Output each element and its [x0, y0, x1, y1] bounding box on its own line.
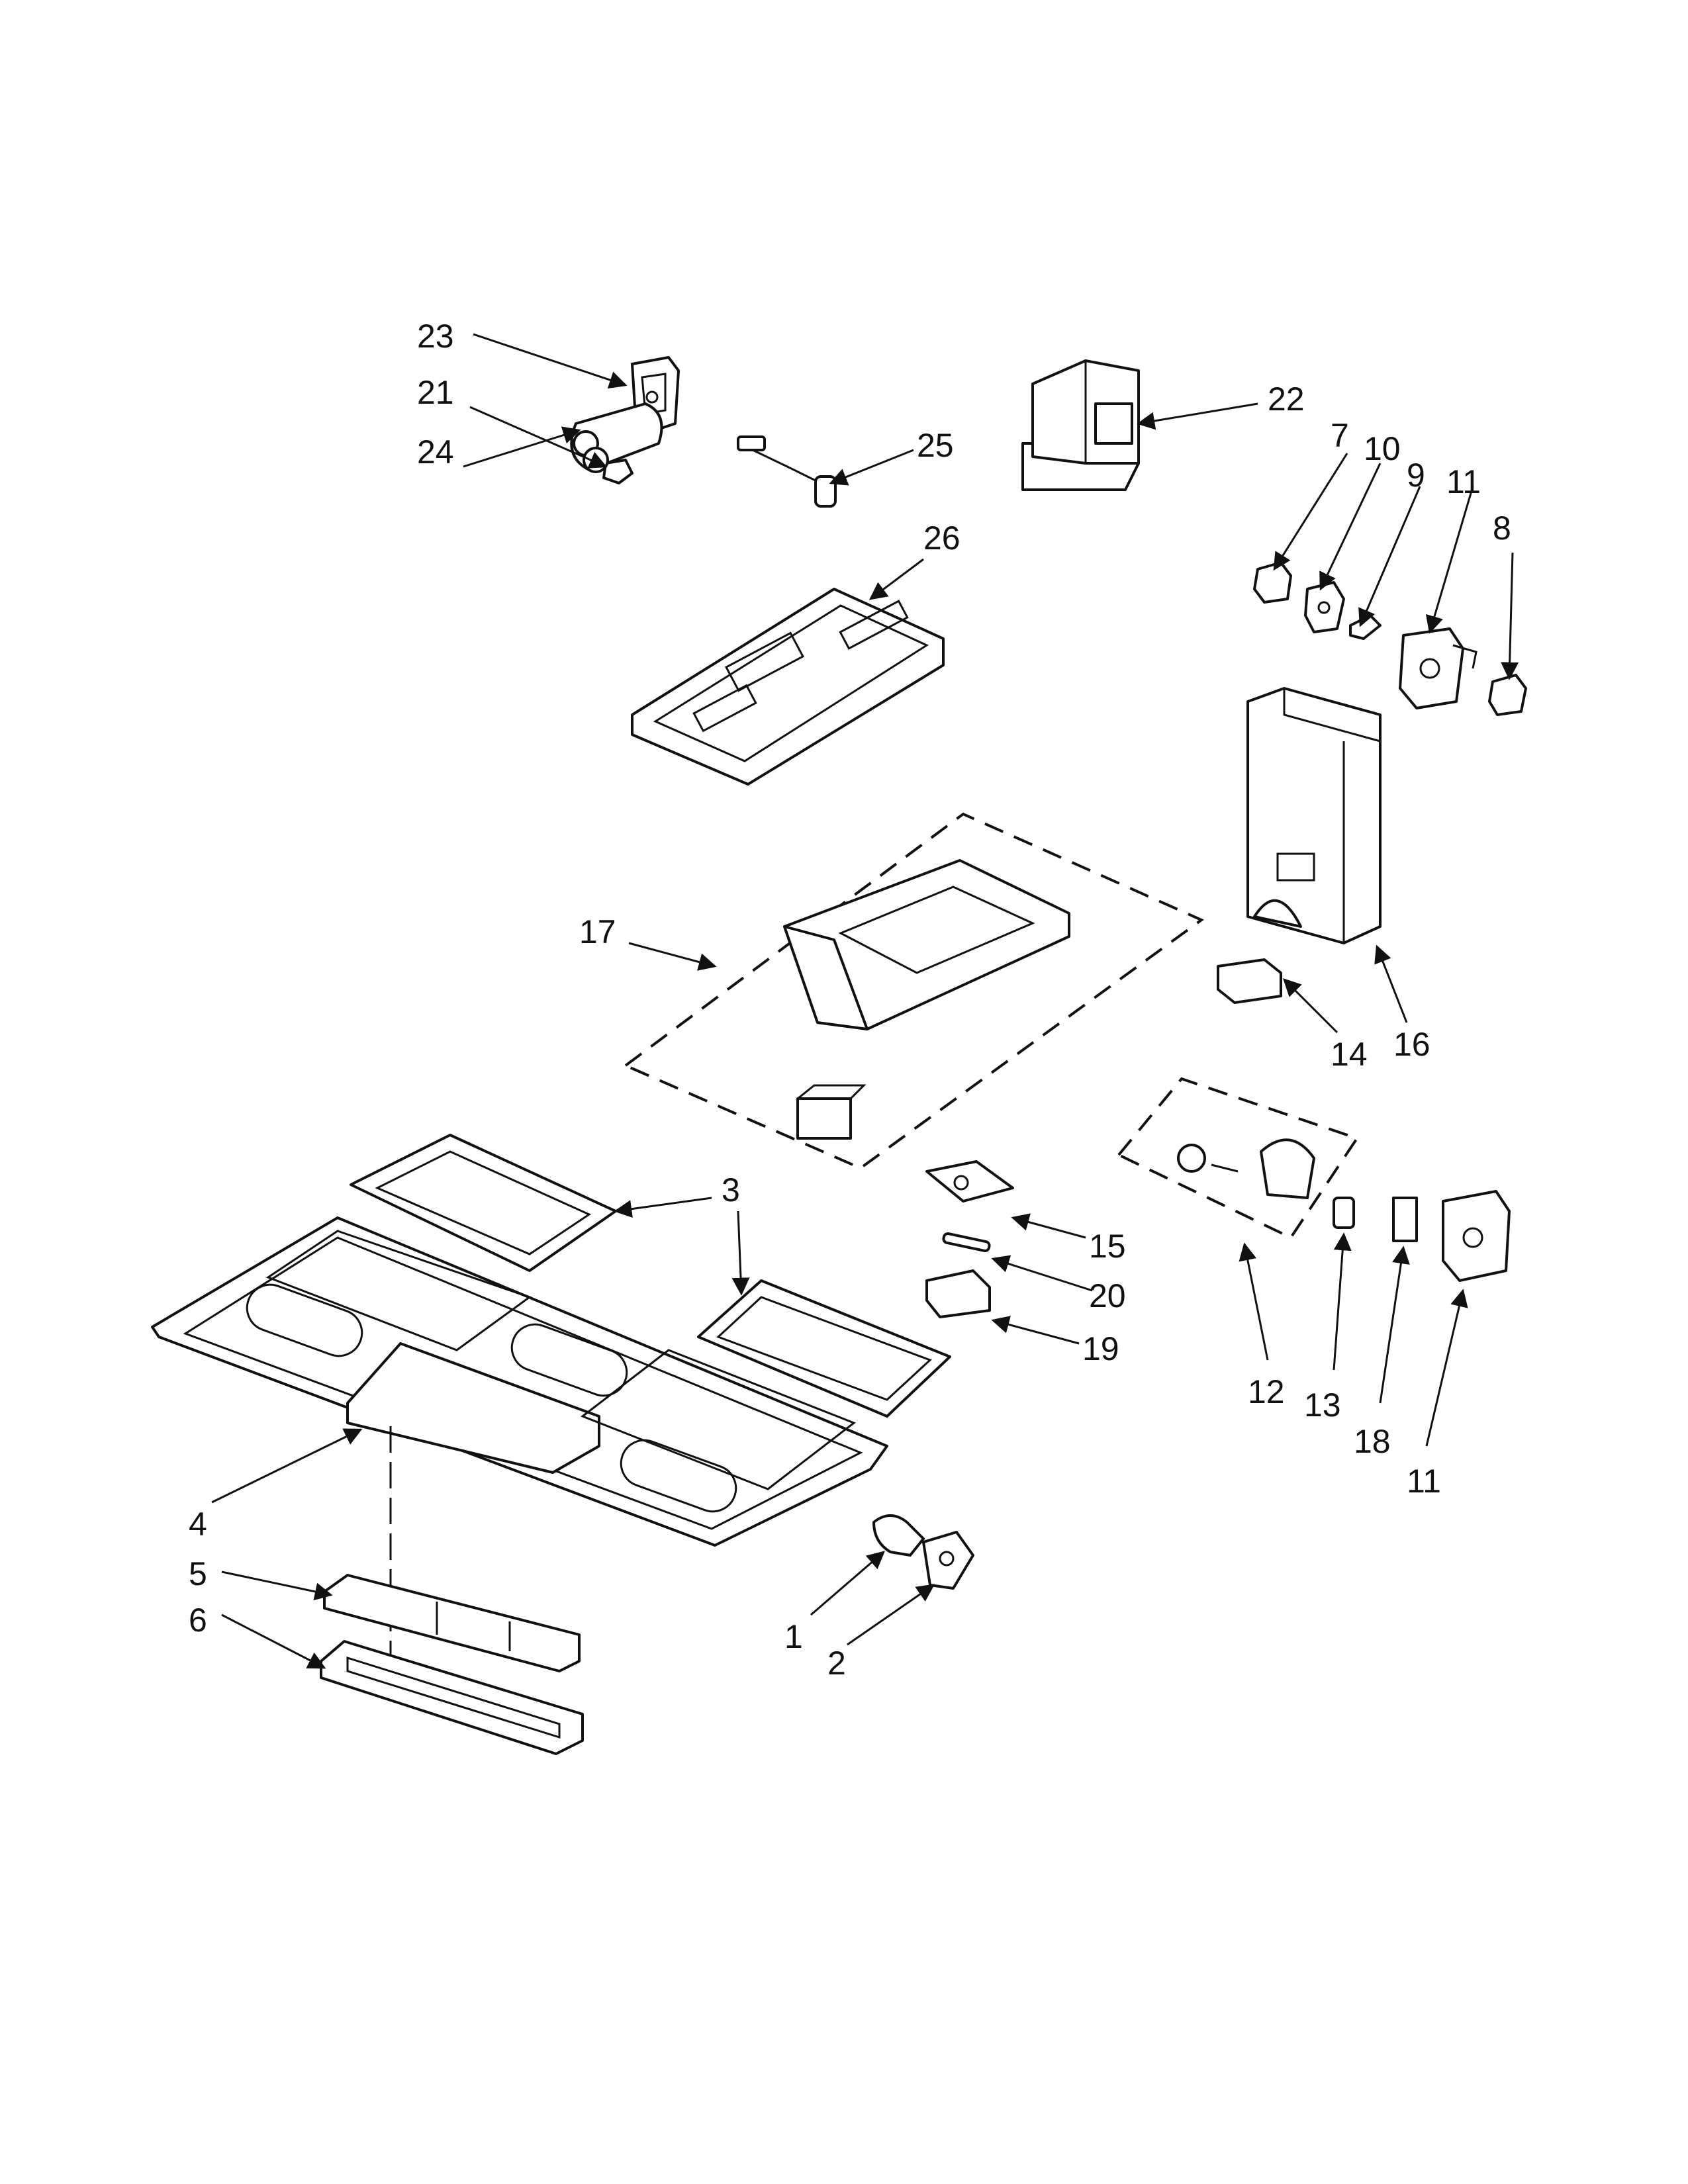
part-11-switch-bracket-top: [1399, 627, 1477, 709]
callout-23: 23: [417, 318, 454, 355]
part-16-duct: [1246, 687, 1382, 944]
callout-20: 20: [1089, 1277, 1126, 1314]
callout-14: 14: [1331, 1036, 1368, 1073]
callout-12: 12: [1248, 1373, 1285, 1410]
callout-13: 13: [1304, 1387, 1341, 1424]
callout-3: 3: [722, 1171, 740, 1208]
part-21-clip: [602, 459, 633, 484]
callout-19: 19: [1082, 1330, 1119, 1367]
callout-15: 15: [1089, 1228, 1126, 1265]
callout-11-bottom: 11: [1407, 1463, 1441, 1500]
part-4-bottom-panel: [151, 1216, 888, 1547]
part-26-base-plate: [631, 588, 945, 786]
part-17-dashed-assembly: [623, 812, 1204, 1170]
part-13-screw: [1333, 1197, 1355, 1229]
callout-5: 5: [189, 1555, 207, 1592]
callout-26: 26: [923, 520, 961, 557]
part-1-lamp: [872, 1514, 925, 1557]
part-22-transformer: [1021, 359, 1140, 491]
callout-1: 1: [784, 1618, 803, 1655]
callout-21: 21: [417, 374, 454, 411]
part-25-diode: [737, 435, 837, 508]
callout-11-top: 11: [1446, 463, 1481, 500]
callout-24: 24: [417, 433, 454, 471]
part-8-fuse-holder: [1488, 674, 1527, 716]
part-11-switch-bracket-bottom: [1442, 1190, 1511, 1282]
part-15-plate: [925, 1160, 1014, 1203]
part-5-filter: [323, 1574, 581, 1672]
callout-17: 17: [579, 913, 616, 950]
callout-6: 6: [189, 1602, 207, 1639]
leader-lines: [211, 333, 1519, 1669]
callout-10: 10: [1364, 430, 1401, 467]
part-3-filters: [350, 1134, 951, 1418]
part-20-fuse: [942, 1232, 991, 1253]
callout-22: 22: [1268, 381, 1305, 418]
callout-18: 18: [1354, 1423, 1391, 1460]
callout-7: 7: [1331, 417, 1349, 454]
part-19-switch: [925, 1269, 991, 1318]
callout-9: 9: [1407, 457, 1425, 494]
part-2-socket: [922, 1531, 974, 1590]
callout-2: 2: [827, 1645, 846, 1682]
part-9-spring: [1349, 614, 1382, 640]
callout-8: 8: [1493, 510, 1511, 547]
callout-labels: 23 21 24 25 22 7 10 9 11 8 26 17 16 14 3…: [189, 318, 1511, 1682]
part-14-relay: [1217, 958, 1282, 1004]
callout-25: 25: [917, 427, 954, 464]
callout-16: 16: [1393, 1026, 1430, 1063]
part-6-frame: [320, 1640, 584, 1755]
part-7-fuse-holder: [1253, 561, 1292, 604]
callout-4: 4: [189, 1506, 207, 1543]
part-18-switch: [1392, 1197, 1418, 1242]
part-12-dashed-assembly: [1116, 1077, 1360, 1240]
part-10-bracket: [1304, 581, 1345, 633]
